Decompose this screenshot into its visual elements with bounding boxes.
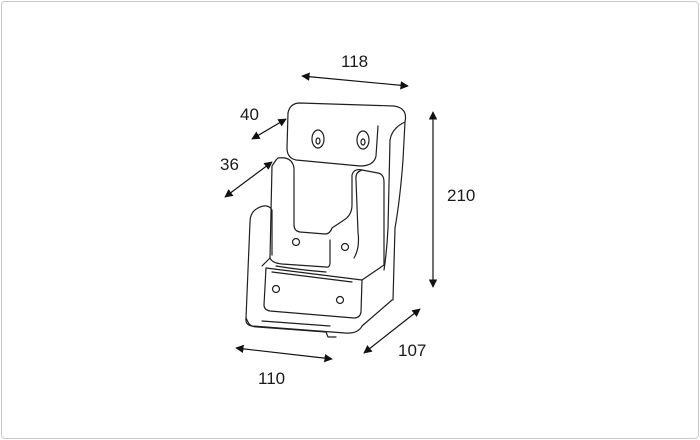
mount-hole-right (356, 130, 370, 150)
base-depth-label: 107 (398, 341, 426, 360)
front-depth-label: 36 (220, 155, 239, 174)
back-pocket-opening (286, 112, 379, 167)
back-depth-label: 40 (240, 105, 259, 124)
lip-hole-right (335, 295, 345, 305)
lower-pocket-outer (245, 207, 393, 334)
upper-pocket (275, 157, 385, 266)
top-width-label: 118 (341, 52, 368, 71)
upper-pocket-front (269, 239, 331, 268)
bottom-width-arrow (235, 344, 333, 363)
back-panel (287, 102, 407, 301)
front-depth-arrow (224, 161, 273, 198)
lip-hole-left (271, 284, 281, 294)
pocket-hole-right (340, 242, 350, 252)
lower-pocket-top-rim (261, 257, 271, 267)
upper-pocket-side (353, 169, 363, 259)
front-lip-top (265, 264, 385, 281)
mount-hole-left (311, 129, 325, 149)
front-lip-inner (271, 271, 353, 283)
base-depth-arrow (363, 308, 421, 354)
mount-hole-right-inner (360, 138, 366, 146)
back-panel-right-edge (383, 121, 406, 271)
pocket-hole-left (291, 237, 301, 247)
mount-hole-left-inner (315, 137, 321, 145)
dimension-lines (224, 72, 438, 363)
front-lip-inner-2 (275, 265, 327, 273)
lower-pocket-left (257, 205, 273, 256)
base-foot (245, 317, 337, 338)
height-label: 210 (447, 186, 475, 205)
front-lip (263, 267, 363, 319)
bottom-width-label: 110 (258, 369, 285, 388)
back-depth-arrow (251, 118, 287, 140)
base-foot-slot (261, 320, 331, 327)
top-width-arrow (301, 72, 409, 90)
holder-outline (245, 102, 407, 338)
